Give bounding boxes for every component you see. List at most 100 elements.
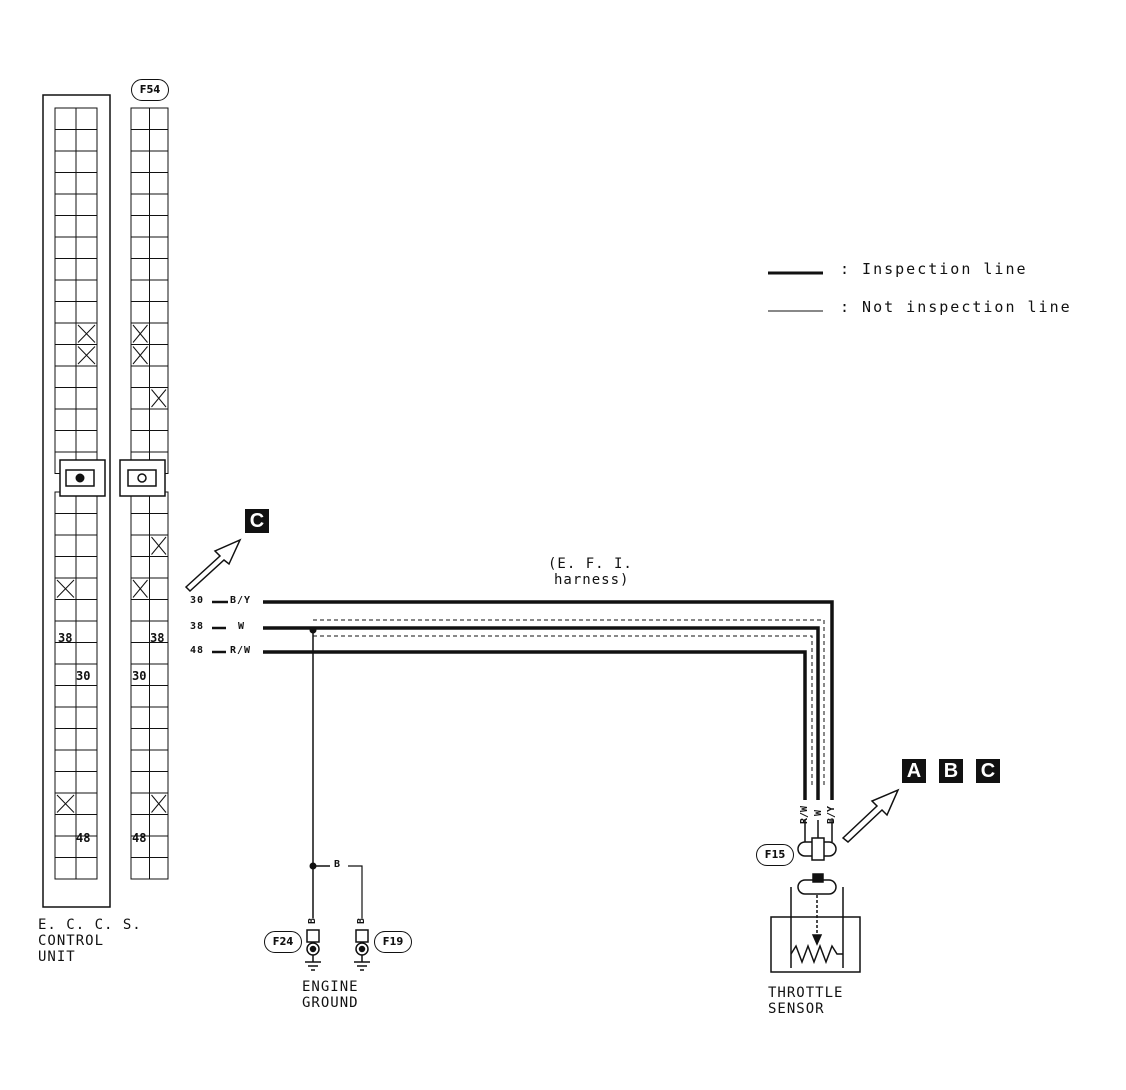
f54-pin-cell (149, 236, 169, 259)
ground-wire-f24-color: B (307, 917, 318, 924)
ecu-pin-cell (54, 706, 77, 729)
ecu-pin-cell (54, 279, 77, 302)
ecu-pin-cell (54, 129, 77, 152)
ecu-pin-cell (75, 301, 98, 324)
marker-c-left: C (245, 509, 269, 533)
ecu-pin-cell (75, 857, 98, 880)
ground-wire-f19 (348, 865, 363, 918)
ecu-pin-cell (54, 172, 77, 195)
f54-pin-cell (149, 556, 169, 579)
throttle-sensor-label-line2: SENSOR (768, 1001, 825, 1017)
f54-pin-30-label: 30 (132, 669, 147, 683)
ecu-pin-cell (75, 107, 98, 130)
f54-pin-cell (130, 107, 150, 130)
connector-badge-f54: F54 (131, 79, 169, 101)
ecu-pin-cell (75, 215, 98, 238)
engine-ground-label-line2: GROUND (302, 995, 359, 1011)
ecu-pin-cell (54, 835, 77, 858)
f54-pin-cell (130, 279, 150, 302)
ecu-pin-cell (75, 236, 98, 259)
marker-b: B (939, 759, 963, 783)
wire-r-w (263, 650, 807, 800)
legend-inspection-label: : Inspection line (840, 260, 1028, 278)
f54-pin-cell (149, 513, 169, 536)
f54-pin-cell (149, 835, 169, 858)
ecu-pin-cell (54, 685, 77, 708)
f54-unused-pin-mark (151, 389, 167, 408)
f54-pin-cell (149, 408, 169, 431)
wire-w (263, 626, 820, 800)
f54-pin-cell (149, 642, 169, 665)
f54-pin-cell (130, 792, 150, 815)
f54-pin-cell (149, 771, 169, 794)
legend-not-inspection-label: : Not inspection line (840, 298, 1072, 316)
harness-wires (263, 600, 834, 918)
f54-pin-48-label: 48 (132, 831, 147, 845)
f54-pin-cell (130, 513, 150, 536)
splice-point-top (309, 626, 317, 634)
ecu-pin-cell (54, 365, 77, 388)
f54-pin-cell (149, 706, 169, 729)
f54-pin-cell (149, 258, 169, 281)
wire-48-color: R/W (230, 645, 252, 656)
arrow-to-abc-markers (841, 788, 900, 843)
ecu-pin-cell (75, 749, 98, 772)
harness-label-line2: harness) (554, 572, 630, 588)
f54-pin-cell (149, 129, 169, 152)
ecu-pin-cell (54, 814, 77, 837)
ecu-unused-pin-mark (77, 324, 96, 343)
ecu-pin-cell (54, 193, 77, 216)
ecu-pin-cell (54, 322, 77, 345)
wire-w-shield (313, 619, 825, 785)
ecu-pin-cell (54, 387, 77, 410)
wire-b-y (263, 600, 834, 800)
ecu-pin-cell (54, 258, 77, 281)
ecu-label-line2: CONTROL (38, 933, 105, 949)
f54-pin-cell (149, 344, 169, 367)
f54-pin-cell (130, 365, 150, 388)
ecu-pin-cell (54, 556, 77, 579)
f54-pin-cell (130, 150, 150, 173)
ecu-pin-cell (54, 215, 77, 238)
marker-c-right: C (976, 759, 1000, 783)
ecu-pin-cell (54, 642, 77, 665)
ecu-pin-cell (54, 430, 77, 453)
wire-30-pin: 30 (190, 595, 205, 606)
connector-badge-f19: F19 (374, 931, 412, 953)
wire-30-color: B/Y (230, 595, 252, 606)
f54-pin-cell (149, 322, 169, 345)
ecu-pin-48-label: 48 (76, 831, 91, 845)
wire-38-pin: 38 (190, 621, 205, 632)
sensor-wire-b-y-label: B/Y (826, 805, 837, 824)
f54-pin-cell (149, 107, 169, 130)
f54-pin-cell (130, 771, 150, 794)
ecu-pin-cell (75, 387, 98, 410)
f54-pin-cell (149, 663, 169, 686)
ecu-pin-cell (75, 642, 98, 665)
ecu-pin-cell (75, 258, 98, 281)
ecu-pin-cell (75, 706, 98, 729)
f54-pin-cell (130, 642, 150, 665)
ecu-unused-pin-mark (56, 579, 75, 598)
f54-pin-cell (149, 728, 169, 751)
ecu-pin-cell (75, 172, 98, 195)
ecu-unused-pin-mark (56, 794, 75, 813)
f54-pin-cell (130, 857, 150, 880)
ecu-pin-cell (75, 365, 98, 388)
ecu-pin-cell (54, 599, 77, 622)
ecu-pin-cell (75, 513, 98, 536)
ecu-pin-cell (54, 236, 77, 259)
throttle-sensor-label-line1: THROTTLE (768, 985, 844, 1001)
f54-pin-cell (130, 430, 150, 453)
ecu-unused-pin-mark (77, 346, 96, 365)
sensor-wire-w-label: W (813, 809, 824, 816)
f54-pin-cell (130, 172, 150, 195)
marker-a: A (902, 759, 926, 783)
ecu-label-line3: UNIT (38, 949, 76, 965)
ground-wire-branch-color: B (334, 859, 342, 870)
ecu-pin-cell (75, 408, 98, 431)
wire-w-shield-inner (313, 635, 813, 785)
f54-pin-cell (130, 236, 150, 259)
ecu-pin-cell (54, 534, 77, 557)
